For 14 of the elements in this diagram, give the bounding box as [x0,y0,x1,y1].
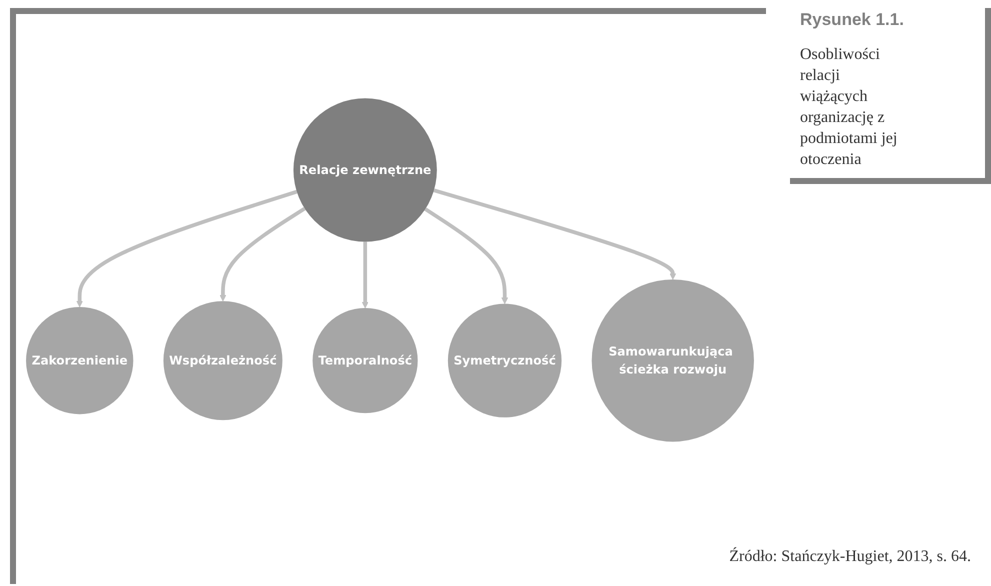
figure-title: Rysunek 1.1. [800,10,905,30]
arrow [220,206,306,302]
arrow [433,188,676,280]
arrow [76,190,298,308]
figure-caption: Osobliwości relacji wiążących organizację z podmiotami jej otoczenia [800,45,898,170]
arrow [424,208,508,304]
node-circle: Symetryczność [448,304,562,418]
node-circle: Zakorzenienie [26,306,134,414]
node-circle: Samowarunkująca ścieżka rozwoju [592,279,754,442]
node-circle: Współzależność [163,301,282,420]
node-circle: Temporalność [312,308,418,414]
arrow [362,242,368,308]
source-note: Źródło: Stańczyk-Hugiet, 2013, s. 64. [729,548,971,566]
node-circle: Relacje zewnętrzne [293,98,437,242]
